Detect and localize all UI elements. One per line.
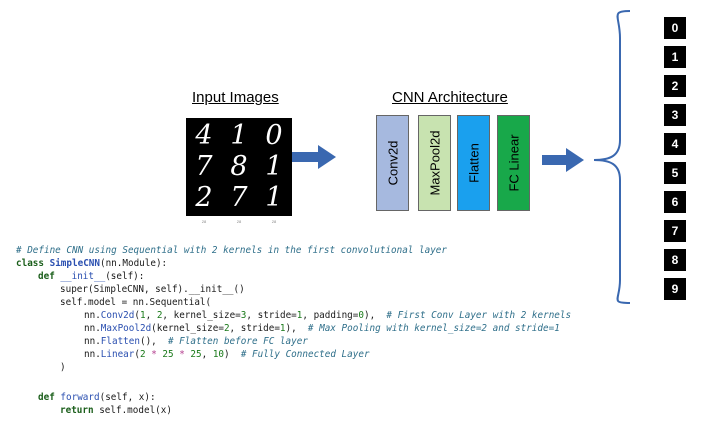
code-class-line: class SimpleCNN(nn.Module): (16, 258, 168, 269)
maxpool2d-layer-box: MaxPool2d (418, 115, 451, 211)
code-comment-line: # Define CNN using Sequential with 2 ker… (16, 245, 447, 256)
output-class-box: 9 (664, 278, 686, 300)
digit-image: 428 (186, 118, 222, 162)
code-flatten-line: nn.Flatten(), # Flatten before FC layer (84, 336, 308, 347)
output-class-box: 4 (664, 133, 686, 155)
code-close-paren-line: ) (60, 362, 66, 373)
output-class-box: 3 (664, 104, 686, 126)
output-brace (593, 10, 631, 304)
output-class-box: 0 (664, 17, 686, 39)
cnn-architecture-title: CNN Architecture (392, 89, 508, 106)
output-class-box: 6 (664, 191, 686, 213)
output-class-box: 2 (664, 75, 686, 97)
code-pool-line: nn.MaxPool2d(kernel_size=2, stride=1), #… (84, 323, 560, 334)
digit-image: 128 (256, 149, 292, 193)
output-class-box: 7 (664, 220, 686, 242)
output-class-box: 1 (664, 46, 686, 68)
arrow-input-to-cnn (292, 145, 336, 169)
output-class-box: 5 (664, 162, 686, 184)
conv2d-layer-box: Conv2d (376, 115, 409, 211)
input-images-title: Input Images (192, 89, 279, 106)
code-linear-line: nn.Linear(2 * 25 * 25, 10) # Fully Conne… (84, 349, 370, 360)
code-super-line: super(SimpleCNN, self).__init__() (60, 284, 245, 295)
arrow-cnn-to-output (542, 148, 584, 172)
code-conv-line: nn.Conv2d(1, 2, kernel_size=3, stride=1,… (84, 310, 572, 321)
digit-image: 028 (256, 118, 292, 162)
digit-image: 128 (221, 118, 257, 162)
digit-image: 828 (221, 149, 257, 193)
output-class-box: 8 (664, 249, 686, 271)
fc-linear-layer-box: FC Linear (497, 115, 530, 211)
flatten-layer-box: Flatten (457, 115, 490, 211)
code-model-line: self.model = nn.Sequential( (60, 297, 212, 308)
digit-image: 728 (186, 149, 222, 193)
code-init-line: def __init__(self): (38, 271, 145, 282)
code-return-line: return self.model(x) (60, 405, 172, 416)
code-forward-line: def forward(self, x): (38, 392, 156, 403)
